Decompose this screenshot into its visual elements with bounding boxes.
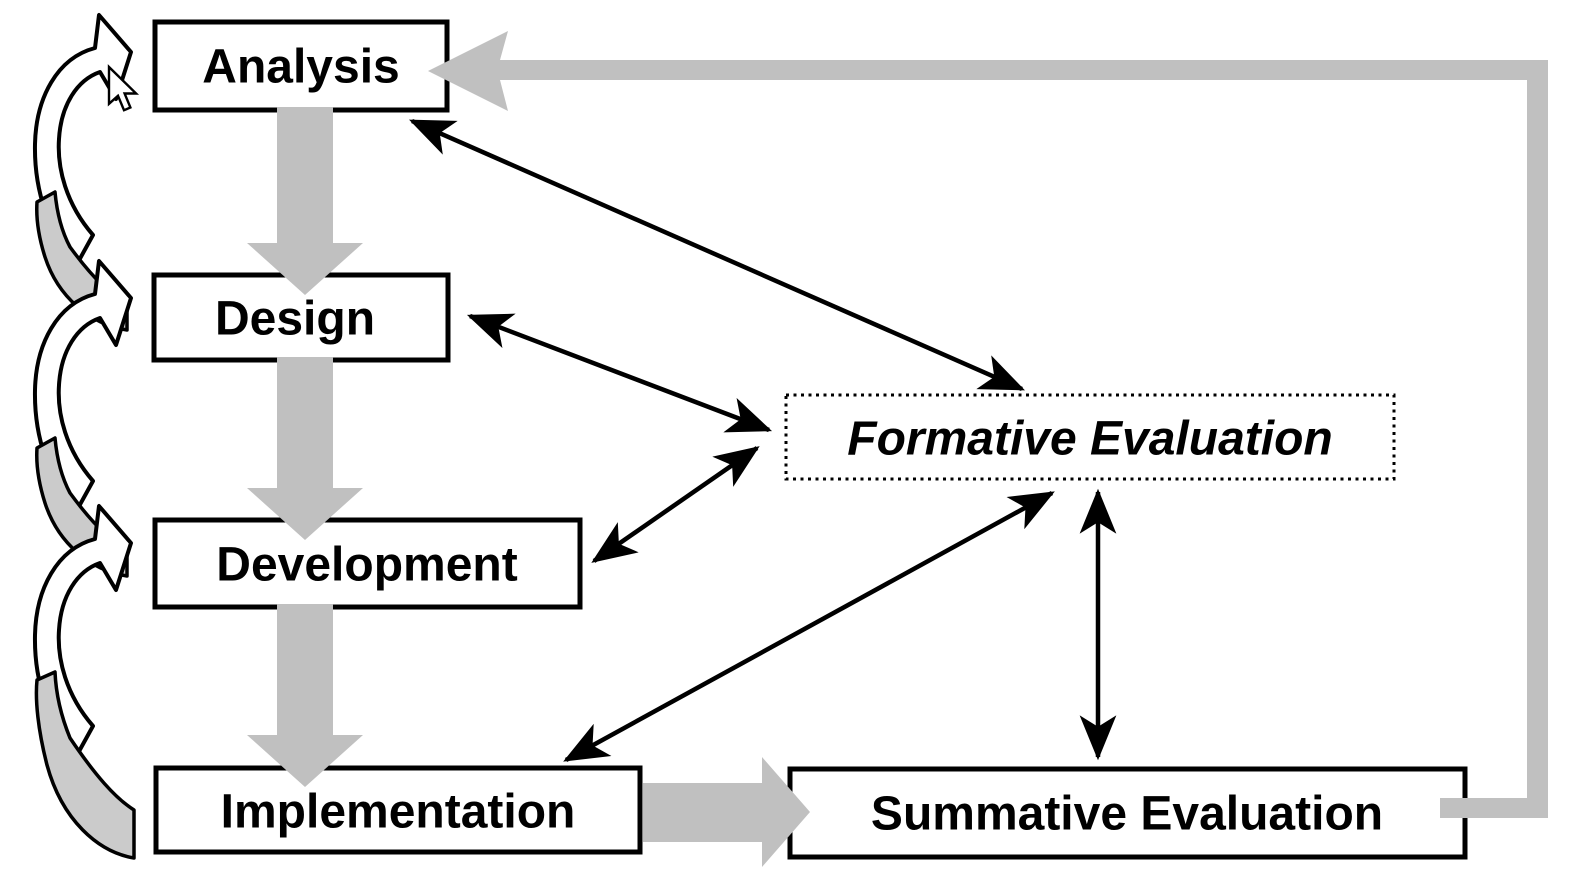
node-summative-evaluation: Summative Evaluation <box>787 766 1468 860</box>
arrow-development-formative <box>591 446 760 563</box>
development-box <box>152 517 583 610</box>
implementation-label: Implementation <box>221 786 576 839</box>
summative-evaluation-label: Summative Evaluation <box>871 788 1383 841</box>
node-formative-evaluation: Formative Evaluation <box>784 393 1396 481</box>
mouse-cursor-icon <box>107 64 140 112</box>
arrow-analysis-formative <box>409 118 1025 392</box>
implementation-box <box>153 765 643 855</box>
development-label: Development <box>216 539 517 592</box>
formative-evaluation-label: Formative Evaluation <box>847 413 1332 466</box>
arrow-analysis-to-design <box>247 107 363 295</box>
ribbon-loop-arrows <box>32 13 136 860</box>
arrow-development-to-implementation <box>247 604 363 787</box>
summative-evaluation-box <box>787 766 1468 860</box>
arrow-implementation-formative <box>563 491 1055 762</box>
arrow-design-formative <box>466 313 773 433</box>
ribbon-underside-tail <box>34 670 136 860</box>
node-analysis: Analysis <box>152 19 450 113</box>
node-development: Development <box>152 517 583 610</box>
analysis-box <box>152 19 450 113</box>
node-implementation: Implementation <box>153 765 643 855</box>
arrow-design-to-development <box>247 357 363 540</box>
formative-evaluation-box <box>784 393 1396 481</box>
analysis-label: Analysis <box>202 41 399 94</box>
design-label: Design <box>215 293 375 346</box>
arrow-implementation-to-summative <box>643 757 810 867</box>
